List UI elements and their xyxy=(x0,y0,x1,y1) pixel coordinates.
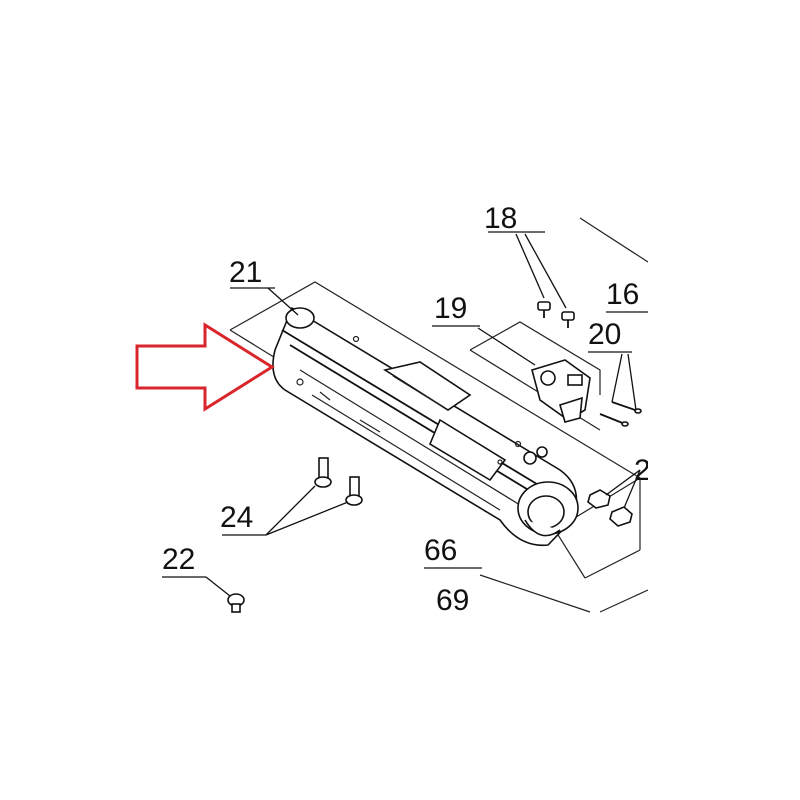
highlight-arrow xyxy=(135,322,275,412)
receiver-body xyxy=(272,306,579,547)
pins xyxy=(599,401,642,427)
label-16: 16 xyxy=(606,278,639,311)
label-21: 21 xyxy=(229,256,262,289)
leader-lines xyxy=(162,231,648,597)
nuts xyxy=(587,489,633,527)
label-20: 20 xyxy=(588,318,621,351)
sight-block xyxy=(531,359,591,423)
callout-labels: 21 18 16 19 20 2 24 22 66 69 xyxy=(162,202,651,617)
edge-mask xyxy=(648,200,800,630)
label-18: 18 xyxy=(484,202,517,235)
screw-22 xyxy=(227,593,245,613)
label-66: 66 xyxy=(424,534,457,567)
label-2x: 2 xyxy=(634,454,651,487)
screws-18 xyxy=(537,301,575,328)
screws-24 xyxy=(314,457,363,506)
label-19: 19 xyxy=(434,292,467,325)
label-24: 24 xyxy=(220,501,253,534)
label-69: 69 xyxy=(436,584,469,617)
label-22: 22 xyxy=(162,543,195,576)
